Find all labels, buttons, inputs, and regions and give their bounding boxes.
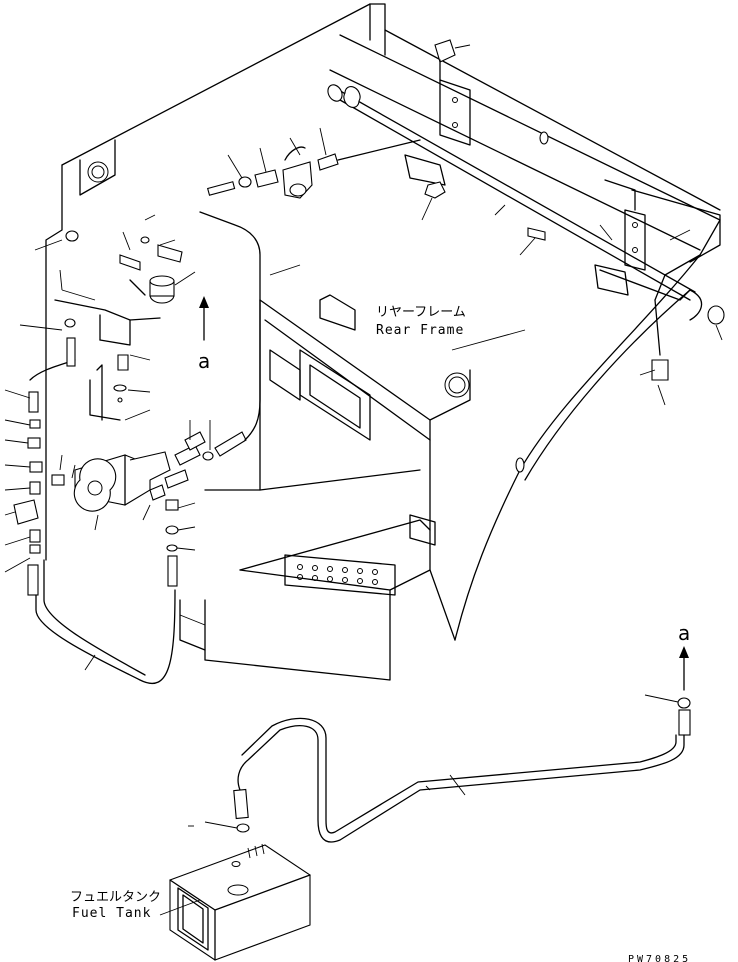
step-holes — [297, 564, 378, 585]
fuel-line — [188, 694, 691, 843]
left-leaders — [59, 269, 96, 301]
connector-label-top: a — [198, 349, 210, 373]
rear-frame-leader — [451, 329, 526, 351]
rear-frame-label-en: Rear Frame — [376, 323, 464, 338]
rear-frame — [45, 3, 721, 681]
valve-hoses — [35, 211, 301, 685]
right-fittings — [421, 39, 725, 406]
fuel-tank-label-en: Fuel Tank — [72, 906, 151, 921]
connector-label-bottom: a — [678, 621, 690, 645]
control-valve — [51, 451, 171, 531]
valve-bracket — [89, 354, 151, 421]
rear-frame-label-jp: リヤーフレーム — [376, 305, 466, 320]
connector-arrow-top — [199, 296, 209, 341]
drawing-code: PW70825 — [628, 954, 691, 962]
connector-arrow-bottom — [679, 646, 689, 691]
breather-cap — [119, 214, 196, 304]
fuel-tank — [159, 843, 311, 961]
top-fittings — [206, 127, 421, 199]
left-fitting-stack — [4, 230, 161, 596]
fuel-tank-label-jp: フュエルタンク — [70, 890, 161, 905]
